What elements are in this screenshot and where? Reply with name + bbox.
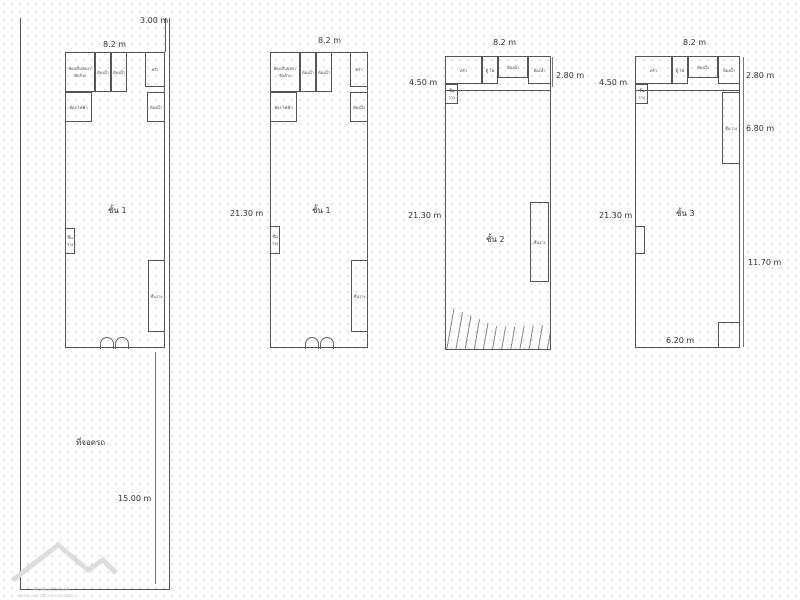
- room: ห้องน้ำ: [111, 52, 127, 92]
- room: ห้องน้ำ: [688, 56, 718, 78]
- room: ห้อง ไฟฟ้า: [65, 92, 92, 122]
- watermark-tagline: Home and office real estate: [18, 593, 74, 598]
- entrance-door: [115, 337, 129, 349]
- plot-boundary: [20, 18, 170, 590]
- entrance-door: [320, 337, 334, 349]
- corridor-wall: [635, 90, 740, 91]
- room: ห้องน้ำ: [718, 56, 740, 84]
- room: ครัว: [445, 56, 482, 84]
- room: ห้องน้ำ: [350, 92, 368, 122]
- bottom-wall: [635, 347, 719, 348]
- entrance-door: [305, 337, 319, 349]
- shelf: ชั้นวาง: [351, 260, 368, 332]
- room: ตู้ ไฟ: [482, 56, 498, 84]
- room: ห้องน้ำ: [300, 52, 316, 92]
- house-logo-icon: [11, 541, 118, 582]
- dim-room-depth: 2.80 m: [746, 71, 775, 80]
- dim-parking: 15.00 m: [118, 494, 152, 503]
- dim-width: 8.2 m: [493, 38, 517, 47]
- room: ห้องเก็บของ / ซักล้าง: [65, 52, 95, 92]
- shelf: ชั้นวาง: [270, 226, 280, 254]
- dim-room-depth: 2.80 m: [556, 71, 585, 80]
- dim-height: 21.30 m: [599, 211, 633, 220]
- dim-width: 8.2 m: [683, 38, 707, 47]
- room: ครัว: [635, 56, 672, 84]
- dim-height: 21.30 m: [408, 211, 442, 220]
- parking-label: ที่จอดรถ: [76, 438, 106, 447]
- shelf: ชั้นวาง: [445, 84, 458, 104]
- dim-step-width: 6.20 m: [666, 336, 695, 345]
- room: [718, 322, 740, 348]
- dim-line: [743, 57, 744, 347]
- room: ห้อง ไฟฟ้า: [270, 92, 297, 122]
- watermark: PK Real Estate Home and office real esta…: [8, 535, 118, 598]
- room: ห้องน้ำ: [528, 56, 551, 84]
- floor-label: ชั้น 2: [486, 235, 505, 244]
- dim-width: 8.2 m: [103, 40, 127, 49]
- room: ครัว: [145, 52, 165, 87]
- dim-height: 21.30 m: [230, 209, 264, 218]
- shelf: ชั้นวาง: [722, 92, 740, 164]
- floor-label: ชั้น 1: [108, 206, 127, 215]
- parking-dimension-line: [155, 352, 156, 584]
- shelf: ชั้นวาง: [65, 228, 75, 254]
- dim-width: 8.2 m: [318, 36, 342, 45]
- boundary-line: [165, 18, 166, 52]
- shelf: ชั้นวาง: [148, 260, 165, 332]
- room: ห้องน้ำ: [147, 92, 165, 122]
- dim-top-depth: 4.50 m: [409, 78, 438, 87]
- dim-top-depth: 4.50 m: [599, 78, 628, 87]
- room: ห้องน้ำ: [316, 52, 332, 92]
- entrance-door: [100, 337, 114, 349]
- shelf: ชั้นวาง: [530, 202, 549, 282]
- shelf: [635, 226, 645, 254]
- dim-extra: 3.00 m: [140, 16, 169, 25]
- room: ห้องเก็บของ / ซักล้าง: [270, 52, 300, 92]
- dim-line: [552, 57, 553, 87]
- floor-label: ชั้น 3: [676, 209, 695, 218]
- room: ตู้ ไฟ: [672, 56, 688, 84]
- dim-lower-depth: 11.70 m: [748, 258, 782, 267]
- floor-label: ชั้น 1: [312, 206, 331, 215]
- corridor-wall: [445, 90, 551, 91]
- room: ครัว: [350, 52, 368, 87]
- shelf: ชั้นวาง: [635, 84, 648, 104]
- dim-side-depth: 6.80 m: [746, 124, 775, 133]
- watermark-brand: PK Real Estate: [33, 587, 70, 593]
- room: ห้องน้ำ: [498, 56, 528, 78]
- room: ห้องน้ำ: [95, 52, 111, 92]
